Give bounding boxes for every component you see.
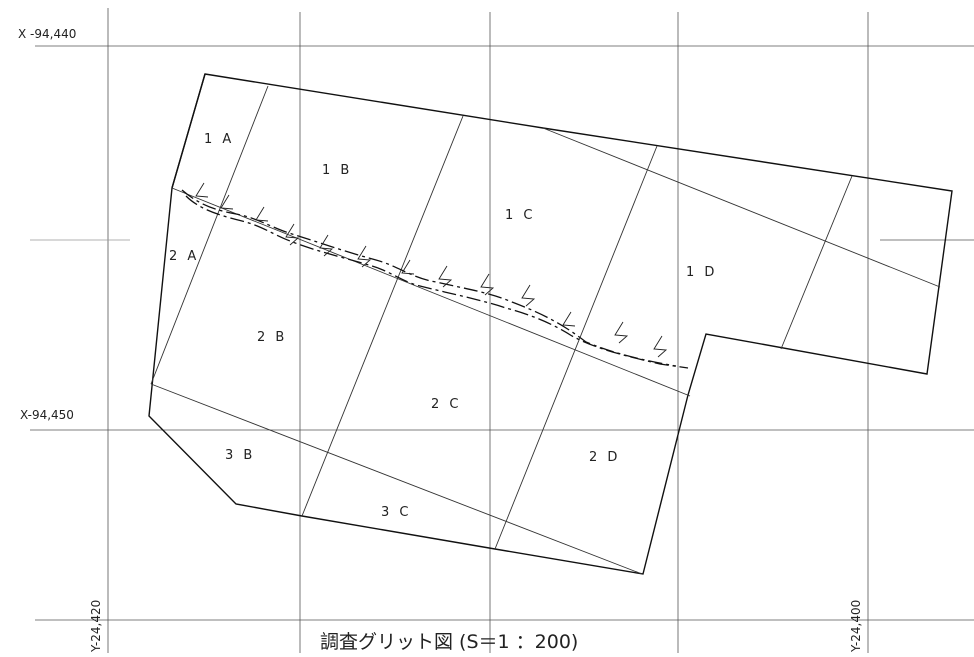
site-outline xyxy=(148,73,953,575)
hatch-mark xyxy=(614,321,629,344)
hatch-mark xyxy=(438,265,453,288)
x-coordinate-mid: X-94,450 xyxy=(20,408,74,422)
slope-line xyxy=(181,182,689,369)
y-coordinate-left: Y-24,420 xyxy=(89,600,103,653)
figure-caption: 調査グリット図 (S＝1 ：200) xyxy=(320,631,578,653)
cell-label-3c: 3 C xyxy=(381,505,411,520)
cell-label-2d: 2 D xyxy=(589,450,620,465)
cell-label-3b: 3 B xyxy=(225,448,255,463)
coordinate-labels: X -94,440 X-94,450 Y-24,420 Y-24,400 xyxy=(18,27,863,653)
divider-row2-row3 xyxy=(150,383,643,575)
cell-label-2b: 2 B xyxy=(257,330,287,345)
slope-dash-line-1 xyxy=(185,195,689,369)
divider-row1-row2 xyxy=(171,187,691,397)
cell-label-2c: 2 C xyxy=(431,397,461,412)
divider-col-c-d xyxy=(494,145,658,550)
cell-label-1c: 1 C xyxy=(505,208,535,223)
cell-label-2a: 2 A xyxy=(169,249,199,264)
hatch-mark xyxy=(480,273,495,296)
slope-hatch-marks xyxy=(195,182,668,358)
hatch-mark xyxy=(255,206,269,222)
divider-col-b-c xyxy=(301,115,464,517)
hatch-mark xyxy=(319,234,334,257)
divider-diagonal-east xyxy=(542,127,941,288)
cell-dividers xyxy=(150,85,941,575)
slope-dash-line-2 xyxy=(181,189,677,367)
hatch-mark xyxy=(285,223,300,246)
hatch-mark xyxy=(653,335,668,358)
hatch-mark xyxy=(220,194,234,210)
cell-label-1b: 1 B xyxy=(322,163,352,178)
site-outline-edge xyxy=(171,73,206,189)
hatch-mark xyxy=(521,284,536,307)
hatch-mark xyxy=(195,182,209,198)
hatch-mark xyxy=(401,259,415,275)
cell-label-1d: 1 D xyxy=(686,265,717,280)
hatch-mark xyxy=(562,311,576,327)
y-coordinate-right: Y-24,400 xyxy=(849,600,863,653)
cell-label-1a: 1 A xyxy=(204,132,234,147)
hatch-mark xyxy=(357,245,372,268)
divider-col-d-e xyxy=(780,175,853,350)
divider-col-a-b xyxy=(150,85,269,385)
x-coordinate-top: X -94,440 xyxy=(18,27,76,41)
cell-labels: 1 A 1 B 1 C 1 D 2 A 2 B 2 C 2 D 3 B 3 C xyxy=(169,132,717,520)
